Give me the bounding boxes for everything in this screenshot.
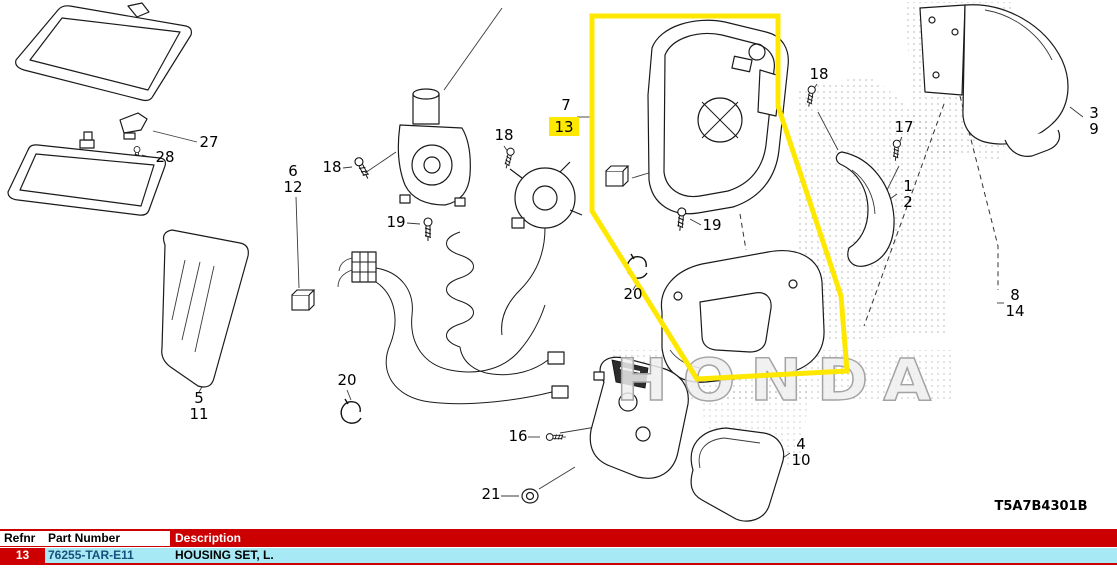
ref-label-20-b[interactable]: 20 [337,371,356,389]
cell-description[interactable]: HOUSING SET, L. [170,547,1117,563]
ref-label-27[interactable]: 27 [199,133,218,151]
ref-label-18-c[interactable]: 18 [809,65,828,83]
ref-label-1[interactable]: 1 [903,177,913,195]
ref-label-2[interactable]: 2 [903,193,913,211]
clip-20-b [340,398,362,424]
mirror-actuator-b [501,161,583,336]
highlight-outline-part-13 [589,13,850,382]
ref-label-8[interactable]: 8 [1010,286,1020,304]
nut-21 [521,488,539,504]
connector-cap [605,165,629,187]
mirror-mount [119,112,148,165]
ref-label-18-b[interactable]: 18 [494,126,513,144]
cover-lower [690,427,785,522]
ref-label-14[interactable]: 14 [1005,302,1024,320]
interior-mirror-a [15,2,193,102]
ref-label-9[interactable]: 9 [1089,120,1099,138]
ref-label-19-b[interactable]: 19 [702,216,721,234]
ref-label-28[interactable]: 28 [155,148,174,166]
ref-label-5[interactable]: 5 [194,389,204,407]
table-header-row: Refnr Part Number Description [0,531,1117,546]
ref-labels: 27 28 18 6 12 19 18 7 13 18 17 1 2 3 9 8… [155,65,1098,503]
screw-19-b [675,207,687,232]
column-header-description: Description [170,531,1117,546]
screw-18-a [352,155,372,181]
highlight-label-13-bg [549,117,579,136]
exploded-parts-diagram: HONDA 27 28 18 6 12 19 18 7 13 18 17 1 2… [7,2,1099,522]
ref-label-17[interactable]: 17 [894,118,913,136]
turn-signal-lamp [835,151,895,267]
housing-lower-cover [660,250,825,383]
table-row-selected[interactable]: 13 76255-TAR-E11 HOUSING SET, L. [0,546,1117,563]
base-garnish [589,356,689,479]
screw-16 [545,433,567,441]
column-header-part-number: Part Number [48,531,121,545]
ref-label-7[interactable]: 7 [561,96,571,114]
ref-label-13-selected[interactable]: 13 [554,118,573,136]
ref-label-20-a[interactable]: 20 [623,285,642,303]
mirror-assembly-right [919,4,1069,157]
cell-refnr[interactable]: 13 [0,547,45,563]
mirror-actuator-a [397,88,471,207]
ref-label-19-a[interactable]: 19 [386,213,405,231]
mirror-glass [161,229,249,388]
parts-table: Refnr Part Number Description 13 76255-T… [0,529,1117,565]
ref-label-16[interactable]: 16 [508,427,527,445]
screw-18-b [502,146,516,170]
housing-upper [647,19,789,215]
connector-block [291,289,315,311]
diagram-canvas: HONDA 27 28 18 6 12 19 18 7 13 18 17 1 2… [7,2,1099,522]
wire-harness [337,231,569,405]
ref-label-6[interactable]: 6 [288,162,298,180]
ref-label-18-a[interactable]: 18 [322,158,341,176]
screw-19-a [423,217,433,242]
cell-part-number[interactable]: 76255-TAR-E11 [45,547,170,563]
column-header-refnr: Refnr [4,531,36,545]
ref-label-3[interactable]: 3 [1089,104,1099,122]
ref-label-12[interactable]: 12 [283,178,302,196]
diagram-code: T5A7B4301B [994,499,1087,514]
ref-label-11[interactable]: 11 [189,405,208,423]
honda-watermark: HONDA [616,346,946,414]
ref-label-4[interactable]: 4 [796,435,806,453]
ref-label-21[interactable]: 21 [481,485,500,503]
ref-label-10[interactable]: 10 [791,451,810,469]
interior-mirror-b [7,131,167,216]
